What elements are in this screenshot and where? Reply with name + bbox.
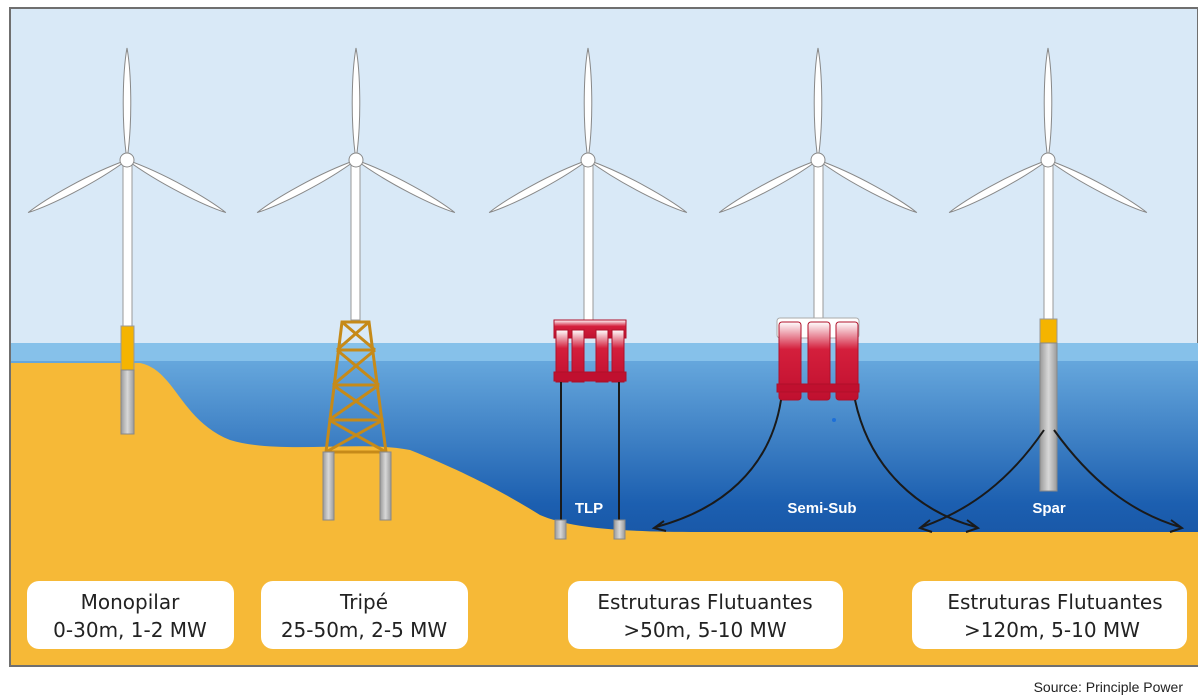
spar-tower bbox=[1043, 162, 1054, 322]
foundation-specs: 0-30m, 1-2 MW bbox=[53, 618, 207, 642]
spar-mooring-left bbox=[921, 429, 1045, 528]
foundation-box-floating-120: Estruturas Flutuantes >120m, 5-10 MW bbox=[912, 581, 1187, 649]
rotor bbox=[27, 47, 227, 214]
spar-mooring-left-arrow bbox=[917, 519, 933, 533]
spar-transition bbox=[1039, 318, 1058, 344]
foundation-box-tripod: Tripé 25-50m, 2-5 MW bbox=[261, 581, 468, 649]
semisub-mooring-left-arrow bbox=[651, 520, 667, 532]
rotor bbox=[718, 47, 918, 214]
foundation-name: Estruturas Flutuantes bbox=[597, 590, 812, 614]
source-credit: Source: Principle Power bbox=[1034, 679, 1184, 695]
rotor bbox=[256, 47, 456, 214]
foundation-box-floating-50: Estruturas Flutuantes >50m, 5-10 MW bbox=[568, 581, 843, 649]
spar-label: Spar bbox=[1032, 500, 1066, 517]
tripod-tower bbox=[350, 162, 361, 321]
turbine-semi-sub bbox=[651, 47, 981, 533]
foundation-specs: >120m, 5-10 MW bbox=[964, 618, 1140, 642]
foundation-specs: >50m, 5-10 MW bbox=[623, 618, 786, 642]
tlp-anchor-left bbox=[554, 519, 567, 540]
semisub-mooring-left bbox=[655, 399, 782, 528]
foundation-name: Tripé bbox=[339, 590, 388, 614]
spar-buoy bbox=[1039, 342, 1058, 492]
semisub-platform bbox=[776, 317, 860, 401]
turbine-monopile bbox=[27, 47, 227, 435]
monopile-transition bbox=[120, 325, 135, 371]
tlp-tower bbox=[583, 162, 594, 324]
foundation-box-monopile: Monopilar 0-30m, 1-2 MW bbox=[27, 581, 234, 649]
tlp-label: TLP bbox=[575, 500, 603, 517]
semi-sub-label: Semi-Sub bbox=[787, 500, 856, 517]
semisub-mooring-right bbox=[854, 399, 977, 528]
foundation-name: Estruturas Flutuantes bbox=[947, 590, 1162, 614]
tripod-pile-left bbox=[322, 451, 335, 521]
tlp-anchor-right bbox=[613, 519, 626, 540]
semisub-mooring-right-arrow bbox=[965, 519, 981, 533]
turbine-spar bbox=[917, 47, 1185, 533]
monopile-tower bbox=[122, 162, 133, 329]
turbine-tlp bbox=[488, 47, 688, 540]
foundation-name: Monopilar bbox=[81, 590, 180, 614]
rotor bbox=[948, 47, 1148, 214]
foundation-specs: 25-50m, 2-5 MW bbox=[281, 618, 448, 642]
turbine-tripod bbox=[256, 47, 456, 521]
semisub-tower bbox=[813, 162, 824, 322]
monopile-pile bbox=[120, 369, 135, 435]
tlp-platform bbox=[553, 319, 627, 383]
tripod-pile-right bbox=[379, 451, 392, 521]
spar-mooring-right-arrow bbox=[1169, 519, 1185, 533]
rotor bbox=[488, 47, 688, 214]
spar-mooring-right bbox=[1053, 429, 1181, 528]
